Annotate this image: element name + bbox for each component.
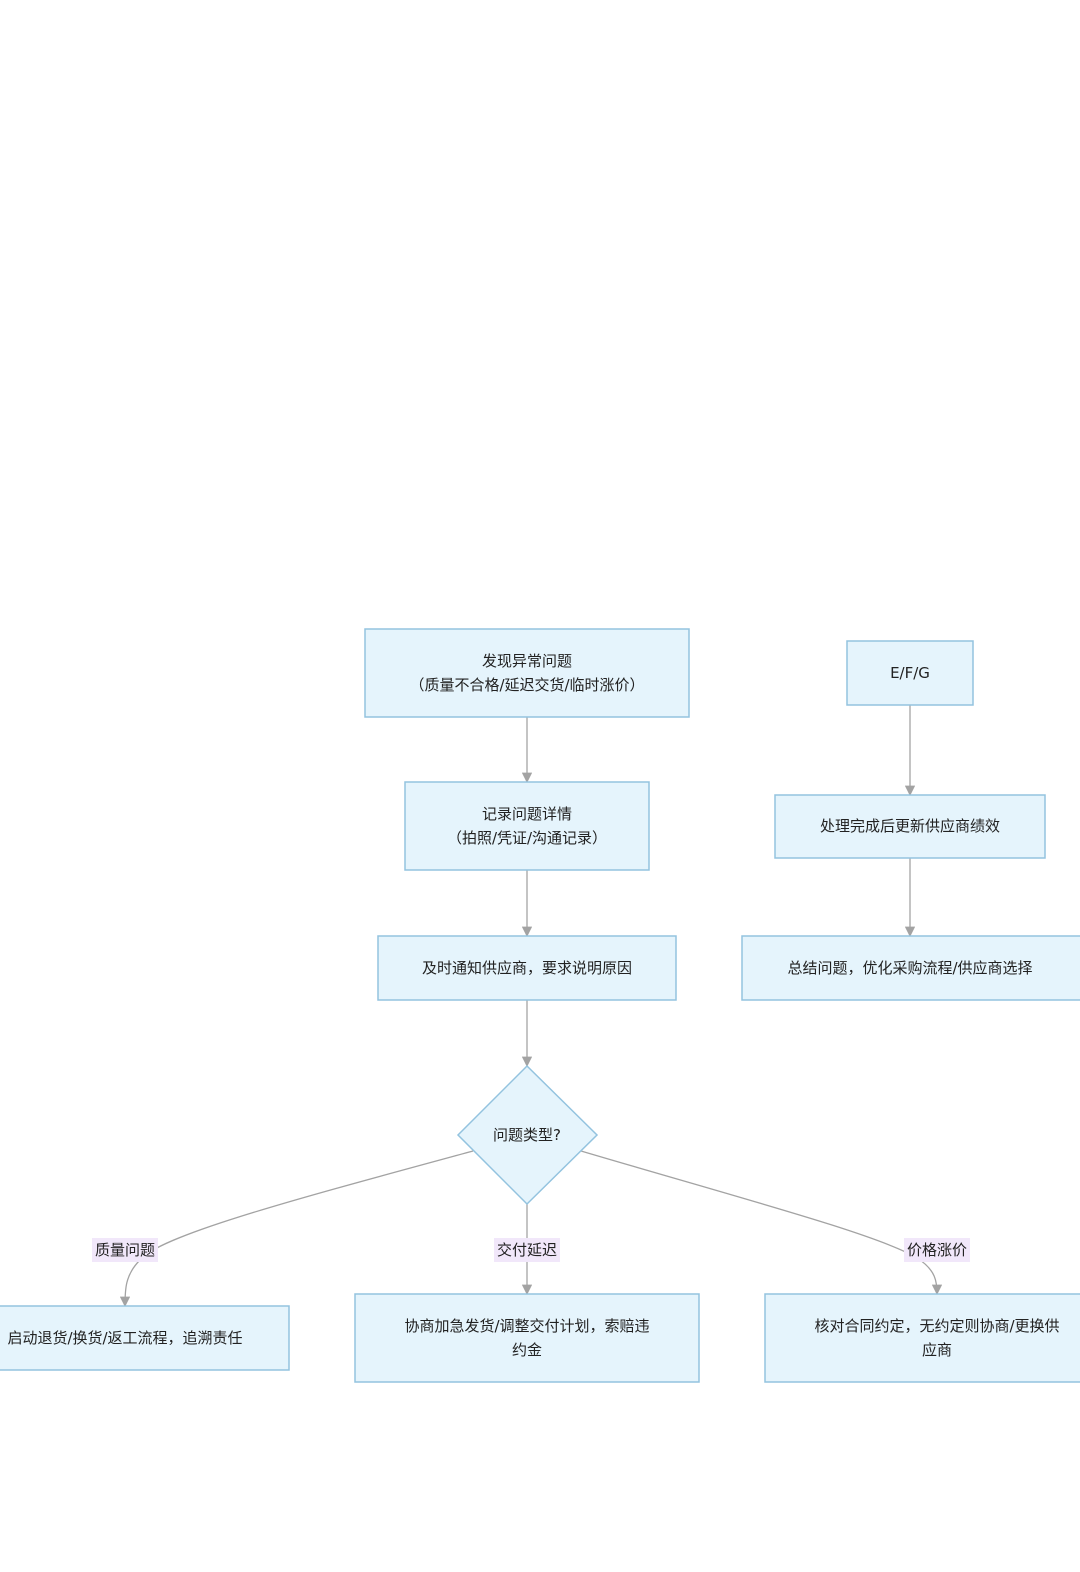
node-issue-type-decision: 问题类型? xyxy=(456,1064,599,1206)
node-summarize: 总结问题，优化采购流程/供应商选择 xyxy=(741,935,1080,1001)
node-quality-action: 启动退货/换货/返工流程，追溯责任 xyxy=(0,1305,290,1371)
svg-text:记录问题详情: 记录问题详情 xyxy=(482,805,572,823)
svg-text:启动退货/换货/返工流程，追溯责任: 启动退货/换货/返工流程，追溯责任 xyxy=(7,1329,242,1347)
node-notify-supplier: 及时通知供应商，要求说明原因 xyxy=(377,935,677,1001)
svg-text:及时通知供应商，要求说明原因: 及时通知供应商，要求说明原因 xyxy=(422,959,632,977)
svg-text:问题类型?: 问题类型? xyxy=(493,1126,561,1144)
svg-text:处理完成后更新供应商绩效: 处理完成后更新供应商绩效 xyxy=(820,817,1000,835)
svg-text:价格涨价: 价格涨价 xyxy=(907,1241,967,1259)
svg-text:总结问题，优化采购流程/供应商选择: 总结问题，优化采购流程/供应商选择 xyxy=(787,959,1032,977)
node-record-details: 记录问题详情 （拍照/凭证/沟通记录） xyxy=(404,781,650,871)
svg-text:（质量不合格/延迟交货/临时涨价）: （质量不合格/延迟交货/临时涨价） xyxy=(409,676,644,694)
edge-label-price: 价格涨价 xyxy=(904,1238,970,1262)
node-efg: E/F/G xyxy=(846,640,974,706)
svg-text:发现异常问题: 发现异常问题 xyxy=(482,652,572,670)
svg-text:质量问题: 质量问题 xyxy=(95,1241,155,1259)
svg-text:约金: 约金 xyxy=(512,1341,542,1359)
edge-type-to-price xyxy=(580,1150,943,1296)
node-delivery-action: 协商加急发货/调整交付计划，索赔违 约金 xyxy=(354,1293,700,1383)
svg-text:协商加急发货/调整交付计划，索赔违: 协商加急发货/调整交付计划，索赔违 xyxy=(404,1317,649,1335)
svg-text:核对合同约定，无约定则协商/更换供: 核对合同约定，无约定则协商/更换供 xyxy=(814,1317,1059,1335)
node-found-issue: 发现异常问题 （质量不合格/延迟交货/临时涨价） xyxy=(364,628,690,718)
node-price-action: 核对合同约定，无约定则协商/更换供 应商 xyxy=(764,1293,1080,1383)
svg-text:（拍照/凭证/沟通记录）: （拍照/凭证/沟通记录） xyxy=(447,829,607,847)
svg-text:交付延迟: 交付延迟 xyxy=(497,1241,557,1259)
svg-text:E/F/G: E/F/G xyxy=(890,664,930,682)
edge-type-to-quality xyxy=(119,1150,474,1308)
edge-label-delivery: 交付延迟 xyxy=(494,1238,560,1262)
svg-text:应商: 应商 xyxy=(922,1341,952,1359)
edge-label-quality: 质量问题 xyxy=(92,1238,158,1262)
node-update-performance: 处理完成后更新供应商绩效 xyxy=(774,794,1046,859)
